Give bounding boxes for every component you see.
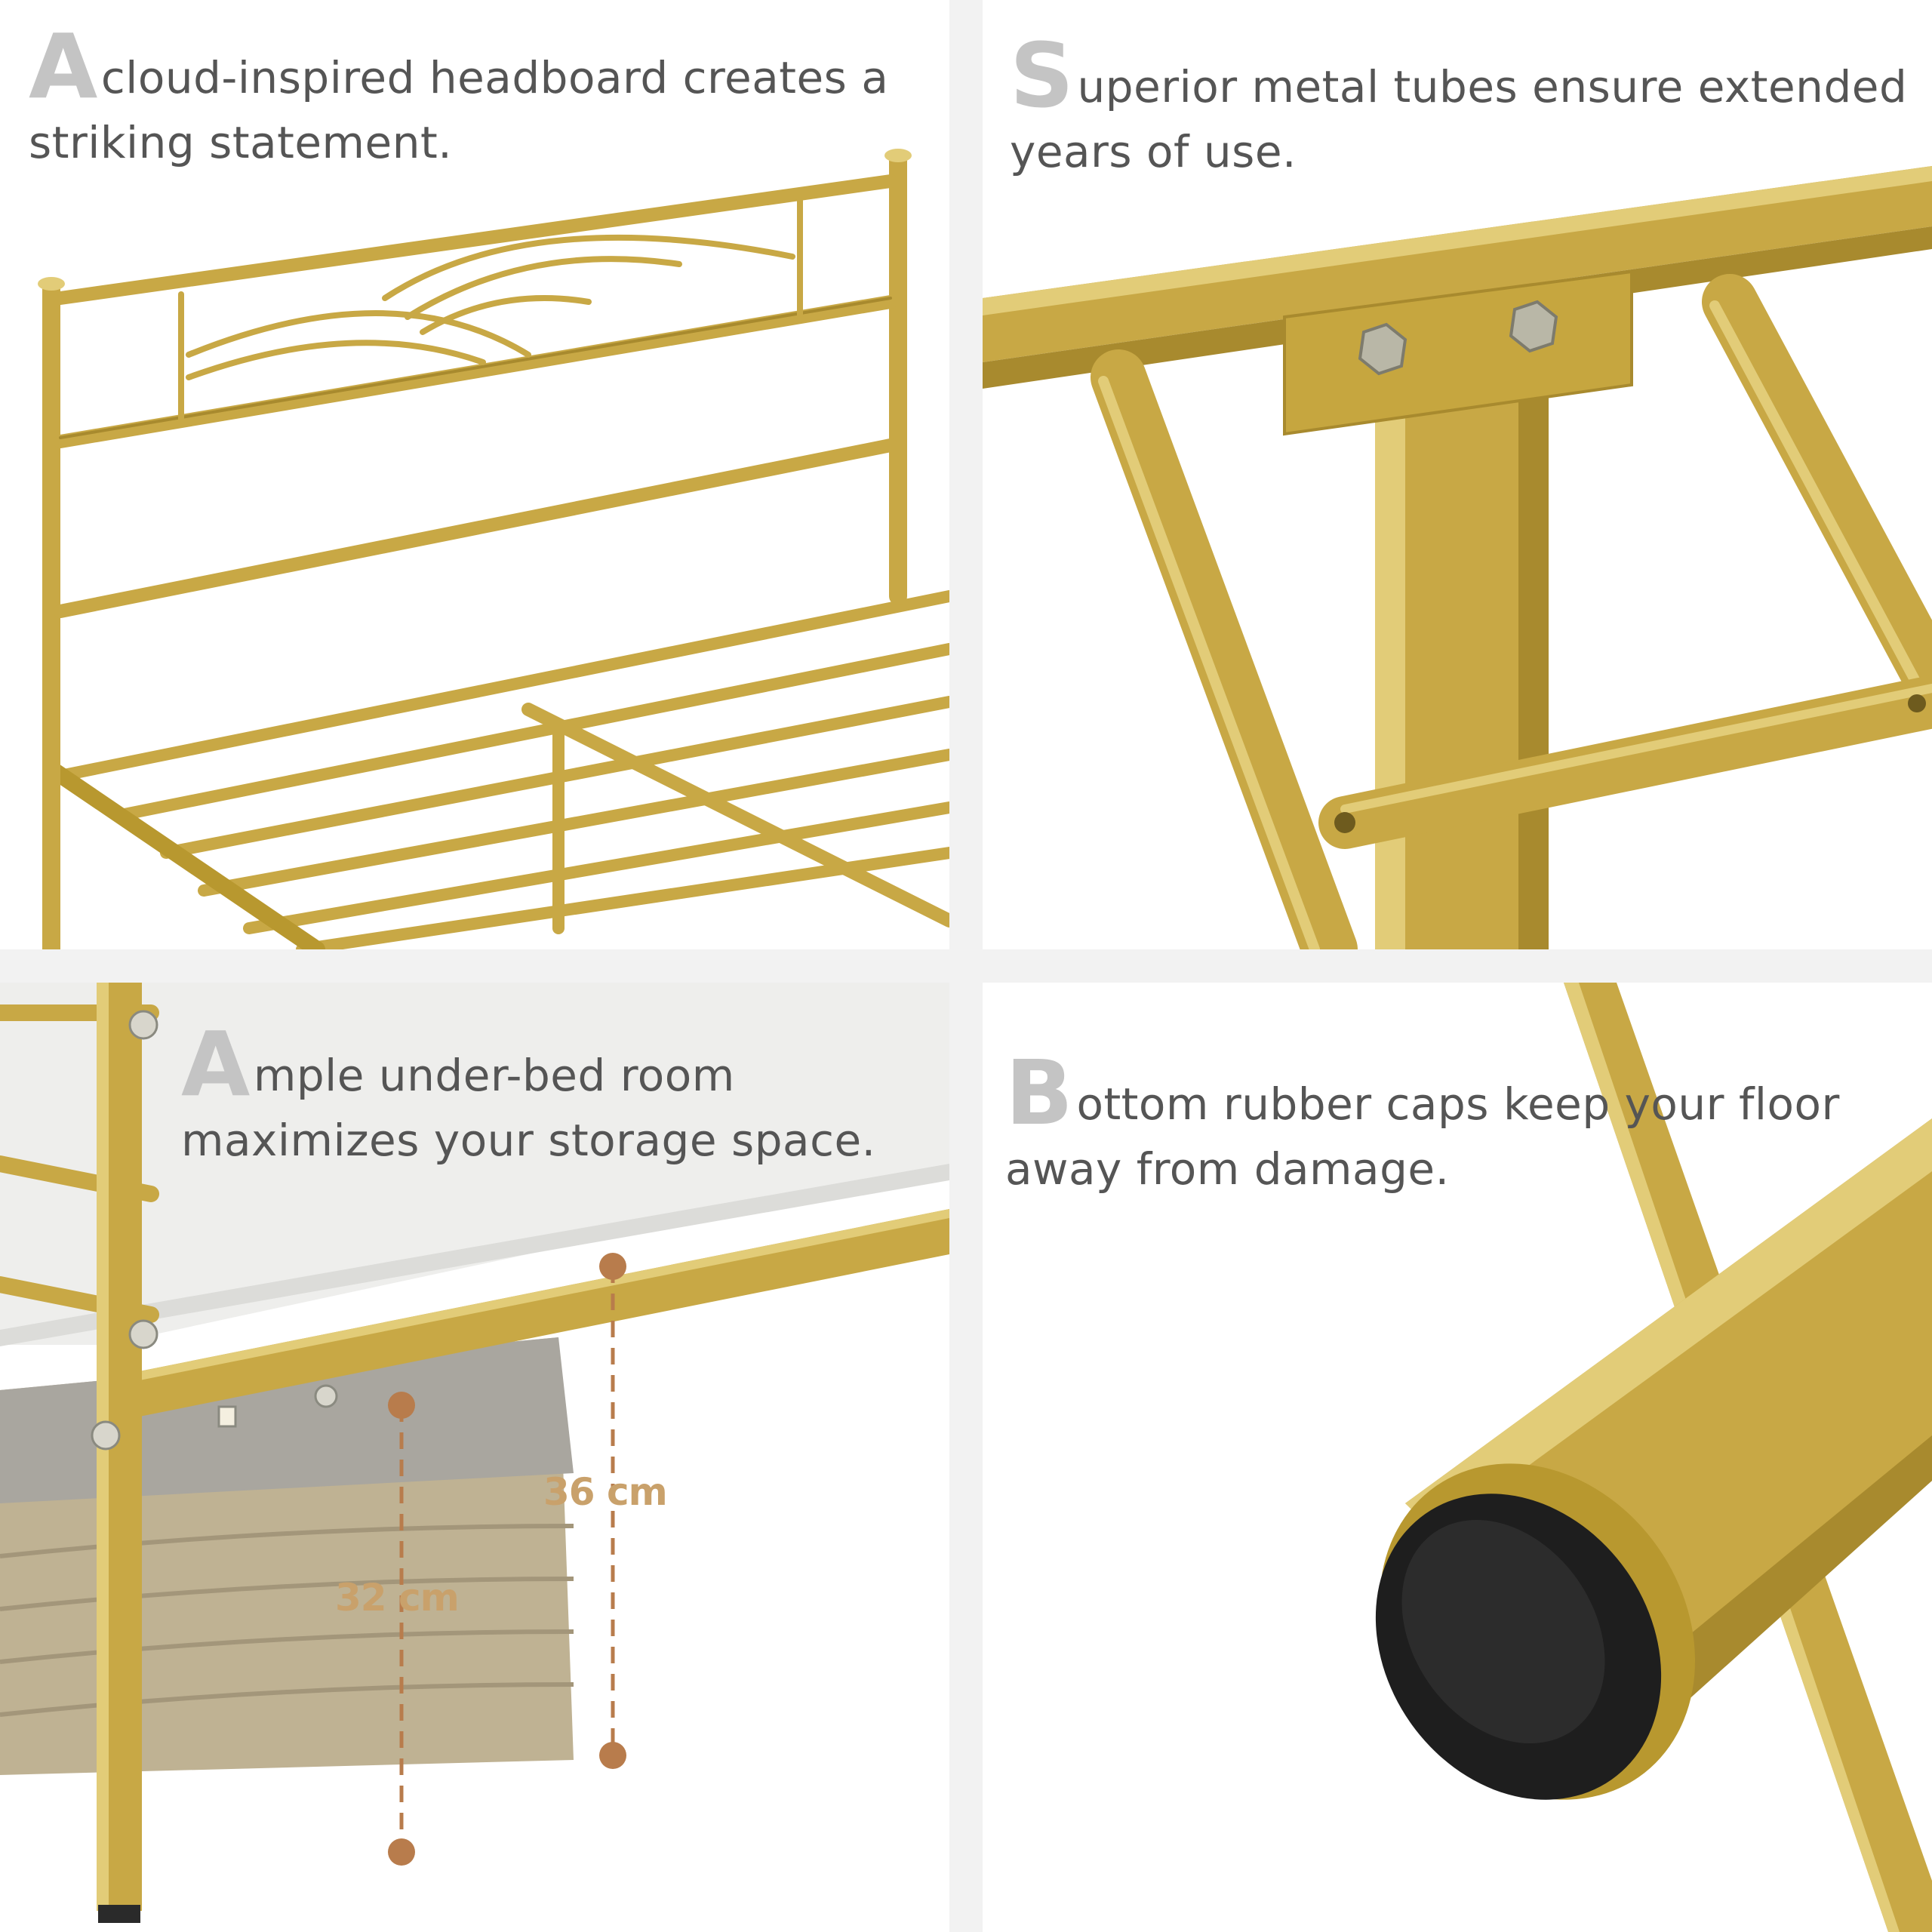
caption-text: mple under-bed room maximizes your stora… xyxy=(181,1050,876,1166)
caption-text: cloud-inspired headboard creates a strik… xyxy=(29,52,889,168)
caption-initial: B xyxy=(1005,1041,1074,1145)
frame-height-label: 36 cm xyxy=(543,1470,668,1514)
storage-height-label: 32 cm xyxy=(335,1576,460,1620)
caption-text: uperior metal tubes ensure extended year… xyxy=(1010,61,1908,177)
rubber-cap-illustration xyxy=(1375,983,1932,1932)
under-bed-illustration xyxy=(0,983,949,1923)
headboard-illustration xyxy=(38,149,949,949)
panel-rubber-caps: Bottom rubber caps keep your floor away … xyxy=(983,983,1932,1932)
panel-metal-tubes: Superior metal tubes ensure extended yea… xyxy=(983,0,1932,949)
panel-headboard: Acloud-inspired headboard creates a stri… xyxy=(0,0,949,949)
caption-initial: A xyxy=(29,14,98,118)
metal-tubes-caption: Superior metal tubes ensure extended yea… xyxy=(1010,31,1923,184)
rubber-caps-caption: Bottom rubber caps keep your floor away … xyxy=(1005,1048,1911,1201)
caption-initial: S xyxy=(1010,23,1075,128)
caption-initial: A xyxy=(181,1012,251,1116)
metal-tube-illustration xyxy=(983,166,1932,949)
caption-text: ottom rubber caps keep your floor away f… xyxy=(1005,1078,1840,1195)
headboard-caption: Acloud-inspired headboard creates a stri… xyxy=(29,22,927,175)
storage-caption: Ample under-bed room maximizes your stor… xyxy=(181,1020,936,1173)
panel-under-bed-storage: Ample under-bed room maximizes your stor… xyxy=(0,983,949,1932)
